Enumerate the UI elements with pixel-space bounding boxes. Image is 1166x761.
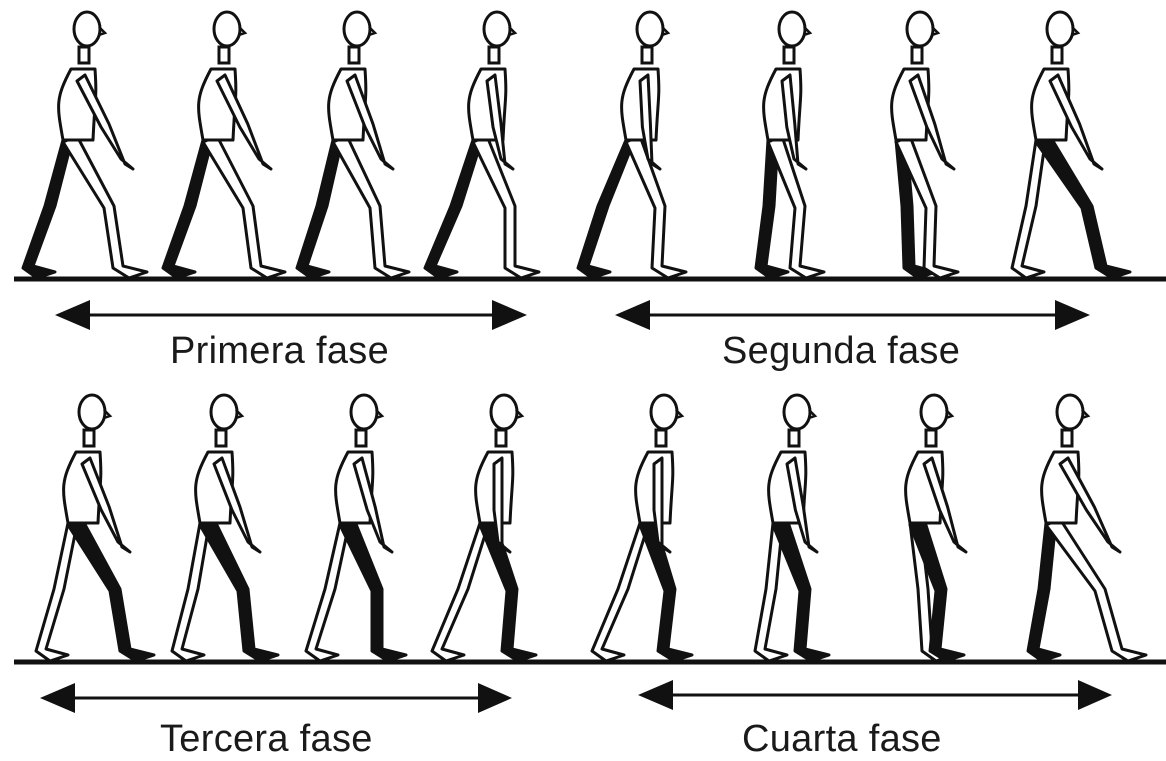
walking-figure: [170, 393, 280, 663]
phase-label-cuarta: Cuarta fase: [742, 718, 942, 760]
walking-figure: [576, 10, 688, 280]
walking-figure: [890, 10, 960, 280]
phase-arrow-3: [40, 683, 512, 713]
phase-label-primera: Primera fase: [170, 330, 390, 372]
walking-figure: [295, 10, 411, 280]
walking-figure: [753, 393, 831, 663]
walking-figure: [34, 393, 156, 663]
walking-figure: [21, 10, 149, 280]
walking-figures: [21, 10, 1148, 663]
phase-label-segunda: Segunda fase: [722, 330, 961, 372]
walking-figure: [430, 393, 538, 663]
walking-figure: [754, 10, 826, 280]
walking-figure: [161, 10, 287, 280]
phase-arrow-4: [638, 680, 1112, 710]
phase-arrow-1: [55, 300, 527, 330]
walking-figure: [423, 10, 541, 280]
walking-figure: [904, 393, 968, 663]
walking-figure: [304, 393, 408, 663]
walking-figure: [1026, 393, 1148, 663]
phase-arrow-2: [615, 300, 1090, 330]
walking-figure: [1010, 10, 1132, 280]
phase-label-tercera: Tercera fase: [160, 718, 373, 760]
walking-figure: [590, 393, 694, 663]
